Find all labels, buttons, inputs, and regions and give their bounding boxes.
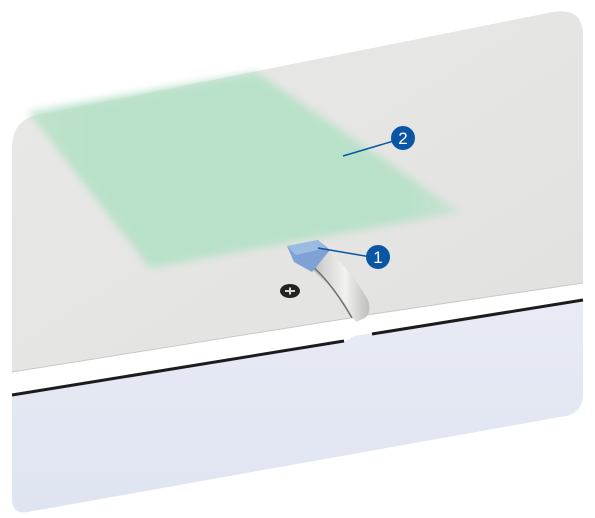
green-area xyxy=(28,72,460,268)
panel-front-face xyxy=(12,300,583,513)
callout-2-label: 2 xyxy=(398,129,407,148)
edge-shadow-left xyxy=(11,339,345,397)
callout-2-leader xyxy=(342,139,398,157)
edge-line-right xyxy=(365,282,584,316)
blue-tab-highlight xyxy=(287,240,326,255)
callout-1-leader xyxy=(317,247,372,258)
screw-icon xyxy=(280,284,300,298)
callout-1-label: 1 xyxy=(373,248,382,267)
edge-line-left xyxy=(11,317,351,373)
callout-2-marker: 2 xyxy=(391,126,415,150)
panel-edge-right xyxy=(360,283,583,334)
panel-edge-left xyxy=(12,318,358,395)
edge-shadow-right xyxy=(371,298,584,336)
panel-seam xyxy=(300,250,370,322)
callout-1-marker: 1 xyxy=(366,245,390,269)
